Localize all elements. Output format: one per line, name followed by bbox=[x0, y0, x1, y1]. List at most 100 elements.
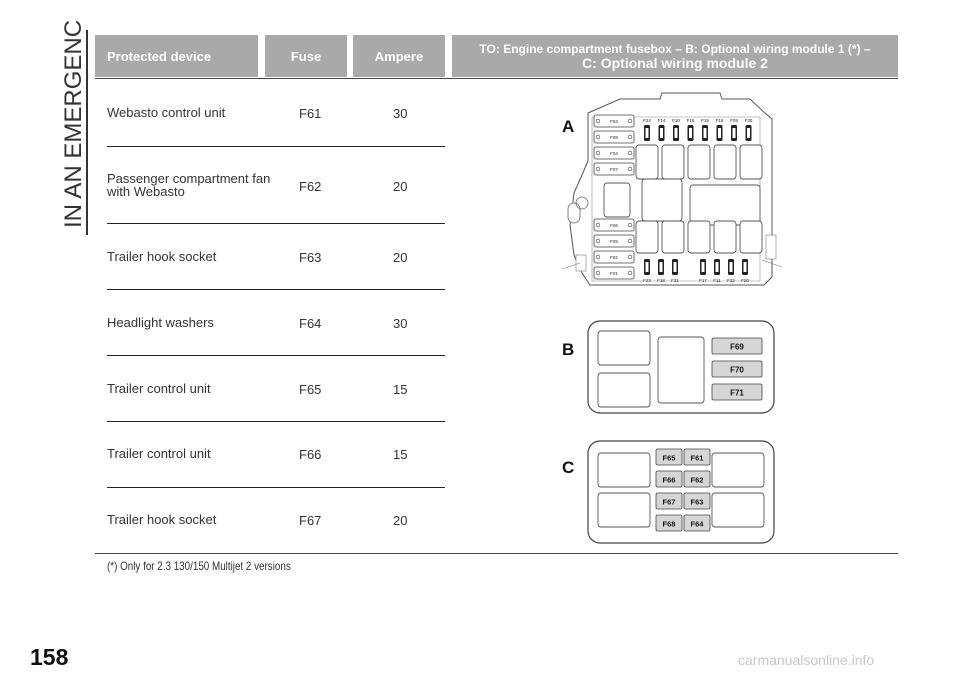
header-protected-device: Protected device bbox=[95, 35, 258, 77]
figure-caption: TO: Engine compartment fusebox – B: Opti… bbox=[452, 35, 898, 77]
svg-text:F23: F23 bbox=[643, 278, 651, 283]
row-device: Trailer control unit bbox=[107, 381, 211, 396]
fuse-f05: F05 bbox=[593, 234, 635, 248]
fuse-f18: F18 bbox=[657, 259, 665, 283]
fuse-f69: F69 bbox=[711, 337, 763, 355]
row-fuse: F63 bbox=[299, 250, 322, 265]
header-ampere: Ampere bbox=[353, 35, 445, 77]
row-fuse: F62 bbox=[299, 179, 322, 194]
svg-text:F10: F10 bbox=[672, 118, 680, 123]
svg-text:F65: F65 bbox=[663, 454, 676, 463]
section-title-text: IN AN EMERGENCY bbox=[60, 20, 87, 228]
svg-text:F71: F71 bbox=[730, 389, 744, 398]
fuse-f70: F70 bbox=[711, 360, 763, 378]
svg-text:F24: F24 bbox=[643, 118, 651, 123]
optional-module-2 bbox=[587, 440, 775, 544]
label-c: C bbox=[562, 458, 574, 477]
fusebox-a-relays bbox=[603, 144, 763, 254]
svg-text:F69: F69 bbox=[730, 343, 744, 352]
fuse-f08: F08 bbox=[593, 130, 635, 144]
svg-text:F70: F70 bbox=[730, 366, 744, 375]
row-ampere: 20 bbox=[393, 513, 408, 528]
fuse-f04: F04 bbox=[593, 146, 635, 160]
svg-text:F11: F11 bbox=[713, 278, 721, 283]
svg-text:F18: F18 bbox=[657, 278, 665, 283]
watermark: carmanualsonline.info bbox=[738, 652, 875, 668]
svg-text:F06: F06 bbox=[610, 223, 618, 228]
row-device: Trailer hook socket bbox=[107, 249, 217, 264]
svg-text:F16: F16 bbox=[716, 118, 724, 123]
svg-text:F04: F04 bbox=[610, 151, 618, 156]
fuse-f09: F09 bbox=[730, 118, 738, 141]
row-device: Trailer control unit bbox=[107, 446, 211, 461]
svg-text:F01: F01 bbox=[610, 271, 618, 276]
figure-caption-line1: TO: Engine compartment fusebox – B: Opti… bbox=[479, 42, 871, 56]
row-ampere: 15 bbox=[393, 382, 408, 397]
fuse-f30: F30 bbox=[745, 118, 753, 141]
fuse-f19: F19 bbox=[701, 118, 709, 141]
header-fuse: Fuse bbox=[265, 35, 347, 77]
svg-text:F61: F61 bbox=[691, 454, 704, 463]
fuse-f02: F02 bbox=[593, 250, 635, 264]
fusebox-a-top-fuses: F24 F14 F10 F15 F19 F16 F09 F30 bbox=[643, 118, 753, 141]
row-divider bbox=[107, 223, 445, 224]
fuse-f11: F11 bbox=[713, 259, 721, 283]
fuse-f10: F10 bbox=[672, 118, 680, 141]
row-ampere: 20 bbox=[393, 179, 408, 194]
fuse-f66: F66 bbox=[655, 470, 683, 488]
row-device: Trailer hook socket bbox=[107, 512, 217, 527]
fuse-f06: F06 bbox=[593, 218, 635, 232]
fuse-f62: F62 bbox=[683, 470, 711, 488]
fuse-f53: F53 bbox=[593, 114, 635, 128]
fuse-f20: F20 bbox=[741, 259, 749, 283]
label-a: A bbox=[562, 117, 574, 136]
row-ampere: 15 bbox=[393, 447, 408, 462]
fuse-f16: F16 bbox=[716, 118, 724, 141]
fuse-f71: F71 bbox=[711, 383, 763, 401]
svg-text:F14: F14 bbox=[658, 118, 666, 123]
svg-text:F15: F15 bbox=[687, 118, 695, 123]
fuse-f21: F21 bbox=[671, 259, 679, 283]
row-fuse: F67 bbox=[299, 513, 322, 528]
svg-text:F22: F22 bbox=[727, 278, 735, 283]
fuse-f68: F68 bbox=[655, 514, 683, 532]
fuse-f24: F24 bbox=[643, 118, 651, 141]
header-divider bbox=[95, 78, 898, 79]
row-divider bbox=[107, 487, 445, 488]
fuse-f07: F07 bbox=[593, 162, 635, 176]
fuse-f64: F64 bbox=[683, 514, 711, 532]
row-ampere: 30 bbox=[393, 316, 408, 331]
svg-text:F30: F30 bbox=[745, 118, 753, 123]
svg-text:F09: F09 bbox=[730, 118, 738, 123]
svg-text:F63: F63 bbox=[691, 498, 704, 507]
label-b: B bbox=[562, 340, 574, 359]
footnote: (*) Only for 2.3 130/150 Multijet 2 vers… bbox=[107, 559, 291, 573]
fuse-f67: F67 bbox=[655, 492, 683, 510]
svg-text:F68: F68 bbox=[663, 520, 676, 529]
svg-text:F62: F62 bbox=[691, 476, 704, 485]
fuse-f65: F65 bbox=[655, 448, 683, 466]
fuse-f17: F17 bbox=[699, 259, 707, 283]
row-fuse: F65 bbox=[299, 382, 322, 397]
svg-text:F20: F20 bbox=[741, 278, 749, 283]
row-device: Webasto control unit bbox=[107, 105, 226, 120]
page-number: 158 bbox=[30, 644, 69, 670]
row-device: Passenger compartment fan with Webasto bbox=[107, 171, 271, 199]
fuse-f63: F63 bbox=[683, 492, 711, 510]
fuse-f01: F01 bbox=[593, 266, 635, 280]
row-fuse: F64 bbox=[299, 316, 322, 331]
svg-text:F17: F17 bbox=[699, 278, 707, 283]
svg-text:F67: F67 bbox=[663, 498, 676, 507]
svg-text:F66: F66 bbox=[663, 476, 676, 485]
row-divider bbox=[107, 146, 445, 147]
svg-text:F64: F64 bbox=[691, 520, 705, 529]
row-fuse: F66 bbox=[299, 447, 322, 462]
svg-text:F07: F07 bbox=[610, 167, 618, 172]
svg-text:F02: F02 bbox=[610, 255, 618, 260]
svg-text:F08: F08 bbox=[610, 135, 618, 140]
row-ampere: 20 bbox=[393, 250, 408, 265]
